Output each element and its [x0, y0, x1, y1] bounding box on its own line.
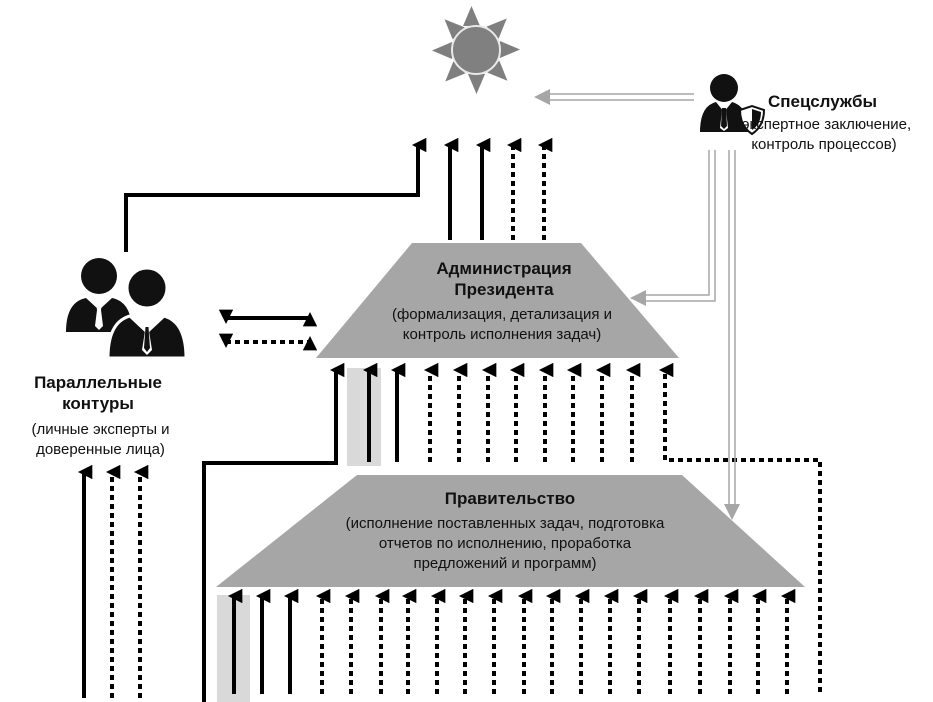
businessman-shield-icon: [700, 74, 766, 136]
special-services-title: Спецслужбы: [768, 92, 877, 111]
special-services-description: (экспертное заключение, контроль процесс…: [736, 116, 912, 153]
special-to-admin-arrow: [644, 150, 710, 296]
arrows-to-government: [227, 588, 796, 694]
dotted-loop-to-admin-arrow: [658, 362, 822, 692]
government-description: (исполнение поставленных задач, подготов…: [345, 515, 665, 572]
arrows-to-parallel-circuits: [77, 464, 149, 698]
parallel-circuits-description: (личные эксперты и доверенные лица): [31, 421, 170, 458]
arrows-to-administration: [202, 362, 822, 702]
parallel-to-sun-arrow: [124, 137, 427, 252]
government-block: [216, 475, 805, 587]
highlight-box-administration: [347, 368, 381, 466]
government-title: Правительство: [444, 489, 576, 508]
arrows-to-sun: [124, 137, 553, 252]
special-services-arrows: [534, 89, 740, 520]
administration-description: (формализация, детализация и контроль ис…: [391, 306, 613, 343]
sun-icon: [432, 6, 520, 94]
parallel-circuits-title: Параллельные контуры: [34, 373, 162, 413]
two-businessmen-icon: [66, 258, 188, 360]
administration-block: [316, 243, 679, 358]
bottom-to-admin-arrow: [202, 362, 345, 702]
parallel-admin-exchange: [218, 309, 318, 351]
administration-title: Администрация Президента: [436, 259, 572, 299]
